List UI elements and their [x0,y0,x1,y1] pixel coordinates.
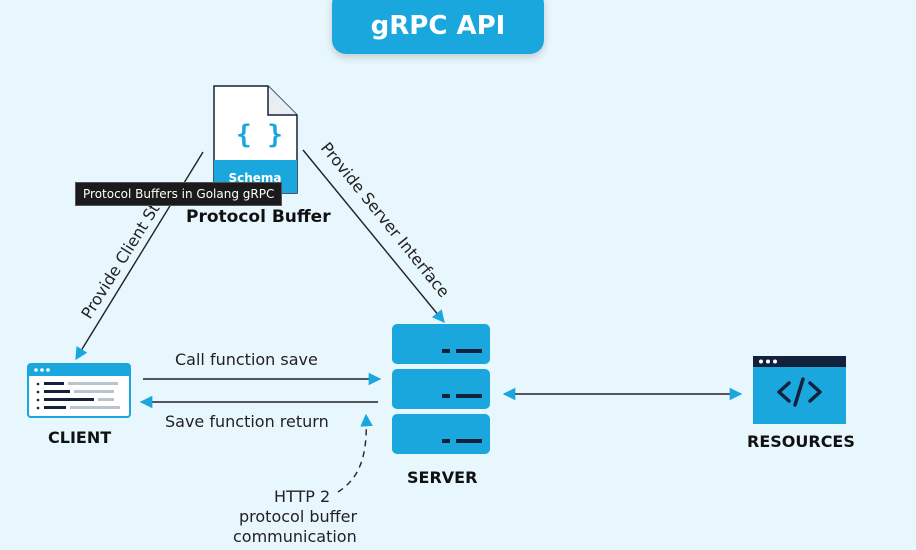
http2-dashed-arrow [337,413,373,493]
schema-label: Schema [228,171,281,185]
save-return-label: Save function return [165,412,329,431]
protocol-buffer-label: Protocol Buffer [186,207,331,227]
client-window-icon [27,363,131,418]
http2-label-line3: communication [233,527,357,546]
hover-tooltip: Protocol Buffers in Golang gRPC [75,182,283,206]
server-stack-icon [392,324,490,454]
provide-server-arrow [302,149,445,323]
http2-label-line2: protocol buffer [239,507,358,526]
code-braces-icon: { } [236,120,283,150]
http2-label-line1: HTTP 2 [274,487,331,506]
schema-document-icon: { } Schema [213,85,298,194]
provide-server-label: Provide Server Interface [317,139,454,301]
code-window-icon [753,356,846,424]
resources-label: RESOURCES [747,432,855,451]
client-label: CLIENT [48,428,112,447]
page-title: gRPC API [332,0,544,54]
call-function-label: Call function save [175,350,318,369]
server-label: SERVER [407,468,478,487]
